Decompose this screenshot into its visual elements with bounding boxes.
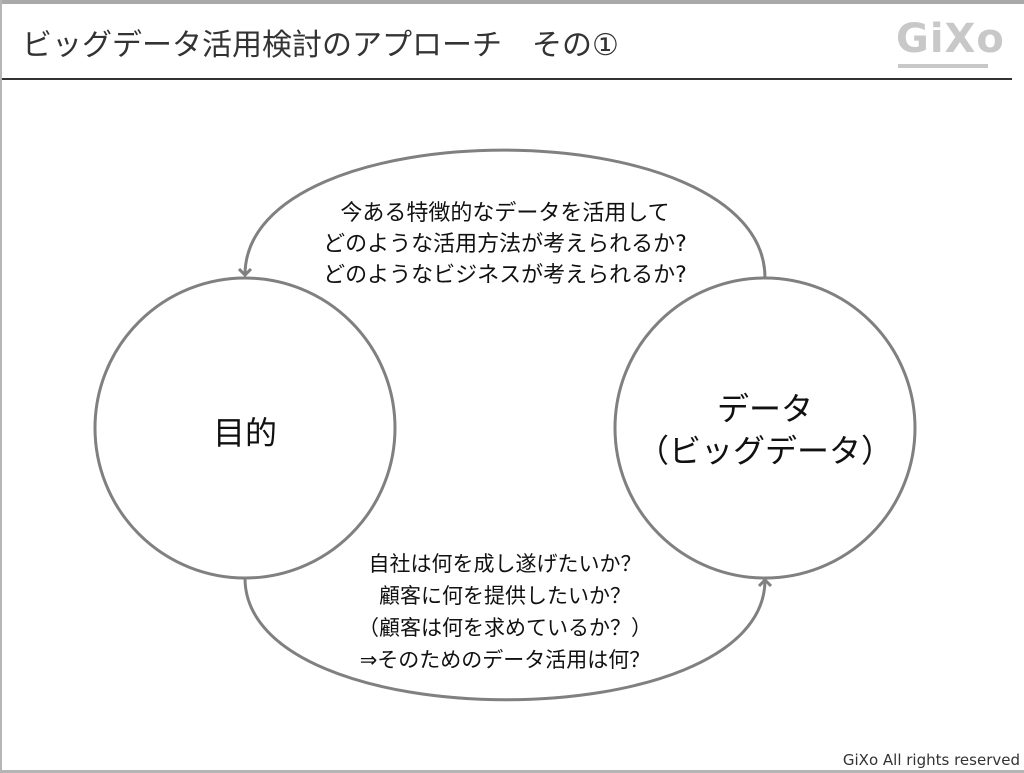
bottom-arrow: [243, 578, 765, 702]
top-text-line: 今ある特徴的なデータを活用して: [340, 201, 670, 226]
top-text-line: どのような活用方法が考えられるか?: [323, 232, 687, 257]
top-arrow-text: 今ある特徴的なデータを活用して どのような活用方法が考えられるか? どのようなビ…: [255, 198, 755, 291]
bottom-arrow-text: 自社は何を成し遂げたいか？ 顧客に何を提供したいか？ （顧客は何を求めているか？…: [255, 548, 755, 676]
purpose-label: 目的: [212, 414, 277, 452]
logo-underline: [898, 64, 988, 68]
window-frame-left: [0, 0, 2, 773]
top-text-line: どのようなビジネスが考えられるか?: [323, 263, 687, 288]
bottom-text-line: （顧客は何を求めているか？）: [358, 616, 652, 640]
bottom-text-line: ⇒そのためのデータ活用は何？: [359, 648, 651, 672]
copyright-footer: GiXo All rights reserved: [842, 751, 1020, 769]
top-arrow: [245, 148, 767, 279]
data-label-line: データ: [716, 390, 813, 428]
data-label: データ （ビッグデータ）: [615, 388, 915, 472]
slide-title: ビッグデータ活用検討のアプローチ その①: [22, 28, 619, 63]
window-frame-top: [0, 0, 1024, 4]
bottom-text-line: 顧客に何を提供したいか？: [379, 584, 631, 608]
bottom-text-line: 自社は何を成し遂げたいか？: [368, 552, 642, 576]
title-divider: [2, 78, 1012, 80]
gixo-logo: GiXo: [896, 16, 1005, 62]
data-label-line: （ビッグデータ）: [636, 432, 893, 470]
window-frame-bottom: [0, 770, 1024, 773]
